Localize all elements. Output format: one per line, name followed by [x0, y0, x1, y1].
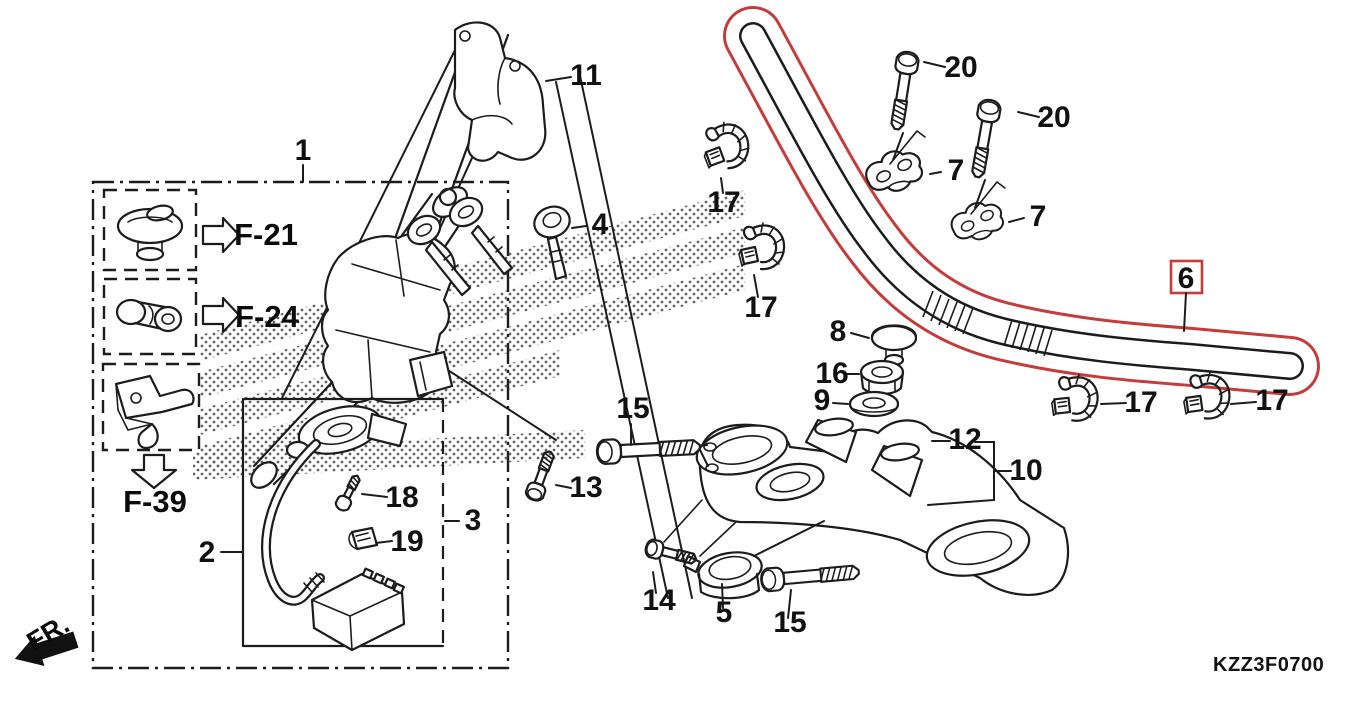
bar-riser-left	[804, 417, 858, 464]
ref-link-F-24[interactable]: F-24	[235, 299, 300, 334]
leader-lines	[220, 61, 1257, 619]
bolt-part20-right[interactable]	[965, 97, 1006, 215]
highlight-box-part6[interactable]	[1169, 259, 1204, 332]
part-number-12-12[interactable]: 12	[948, 423, 981, 456]
part-number-3-2[interactable]: 3	[465, 504, 482, 537]
group-box-part1	[91, 180, 510, 670]
part-number-11-11[interactable]: 11	[570, 59, 602, 92]
key-set	[406, 187, 514, 297]
part-number-7-6[interactable]: 7	[948, 154, 965, 187]
part-number-15-15[interactable]: 15	[616, 392, 649, 425]
part-number-17-18[interactable]: 17	[707, 186, 740, 219]
clamp-part5[interactable]	[682, 520, 825, 600]
part-number-9-9[interactable]: 9	[814, 384, 831, 417]
clip-part17-a[interactable]	[699, 118, 753, 173]
handlebar-knurling	[922, 290, 1053, 357]
part-number-10-10[interactable]: 10	[1009, 454, 1042, 487]
reference-labels: F-21F-24F-39	[123, 217, 300, 519]
screw-part18[interactable]	[332, 471, 365, 514]
bolt-part14[interactable]	[642, 537, 699, 570]
clip-part17-b[interactable]	[737, 221, 786, 271]
part-number-16-17[interactable]: 16	[815, 357, 848, 390]
part-number-2-1[interactable]: 2	[199, 536, 216, 569]
washer-part9[interactable]	[848, 390, 900, 418]
bolt-part20-left[interactable]	[884, 49, 926, 165]
key-part4[interactable]	[530, 202, 574, 281]
ref-arrow-f39[interactable]	[130, 453, 178, 490]
bolt-part15-left[interactable]	[595, 433, 709, 467]
diagram-code: KZZ3F0700	[1213, 654, 1324, 676]
lock-cylinder-sketch	[115, 298, 183, 333]
part-number-7-7[interactable]: 7	[1030, 200, 1047, 233]
part-number-17-20[interactable]: 17	[1124, 386, 1157, 419]
bar-riser-right	[870, 442, 924, 498]
nut-part16[interactable]	[859, 359, 905, 396]
ref-link-F-39[interactable]: F-39	[123, 484, 187, 519]
clip-part19[interactable]	[348, 526, 379, 551]
subgroup-boxes	[101, 188, 201, 452]
switch-cap-sketch	[116, 204, 184, 262]
wire-harness-part2[interactable]	[260, 439, 406, 652]
part-number-20-24[interactable]: 20	[944, 51, 977, 84]
ref-arrow-f21[interactable]	[201, 216, 241, 254]
part-number-8-8[interactable]: 8	[830, 315, 847, 348]
part-number-1-0[interactable]: 1	[295, 134, 312, 167]
connector-pins	[361, 567, 405, 595]
part-number-6-5[interactable]: 6	[1178, 262, 1195, 295]
fr-direction-arrow: FR.	[14, 609, 79, 667]
part-number-13-13[interactable]: 13	[569, 471, 602, 504]
part-number-4-3[interactable]: 4	[592, 208, 609, 241]
cap-part8[interactable]	[870, 324, 918, 367]
handlebar-part6[interactable]	[723, 6, 1320, 396]
key-cylinder-bracket-sketch	[114, 374, 195, 450]
clip-part17-c[interactable]	[1049, 371, 1102, 424]
part-number-5-4[interactable]: 5	[716, 596, 733, 629]
part-number-17-21[interactable]: 17	[1255, 384, 1288, 417]
fork-bridge-part10[interactable]	[663, 416, 1070, 596]
ref-link-F-21[interactable]: F-21	[234, 217, 298, 252]
bolt-part15-bottom[interactable]	[759, 559, 861, 593]
ignition-switch-part1[interactable]	[320, 181, 472, 404]
part-number-18-22[interactable]: 18	[385, 481, 418, 514]
part-number-14-14[interactable]: 14	[642, 584, 676, 617]
part-number-15-16[interactable]: 15	[773, 606, 806, 639]
bracket-part11[interactable]	[453, 21, 547, 162]
part-number-20-25[interactable]: 20	[1037, 101, 1070, 134]
part-number-19-23[interactable]: 19	[390, 525, 423, 558]
part-number-17-19[interactable]: 17	[744, 291, 777, 324]
ref-arrow-f24[interactable]	[201, 296, 241, 334]
